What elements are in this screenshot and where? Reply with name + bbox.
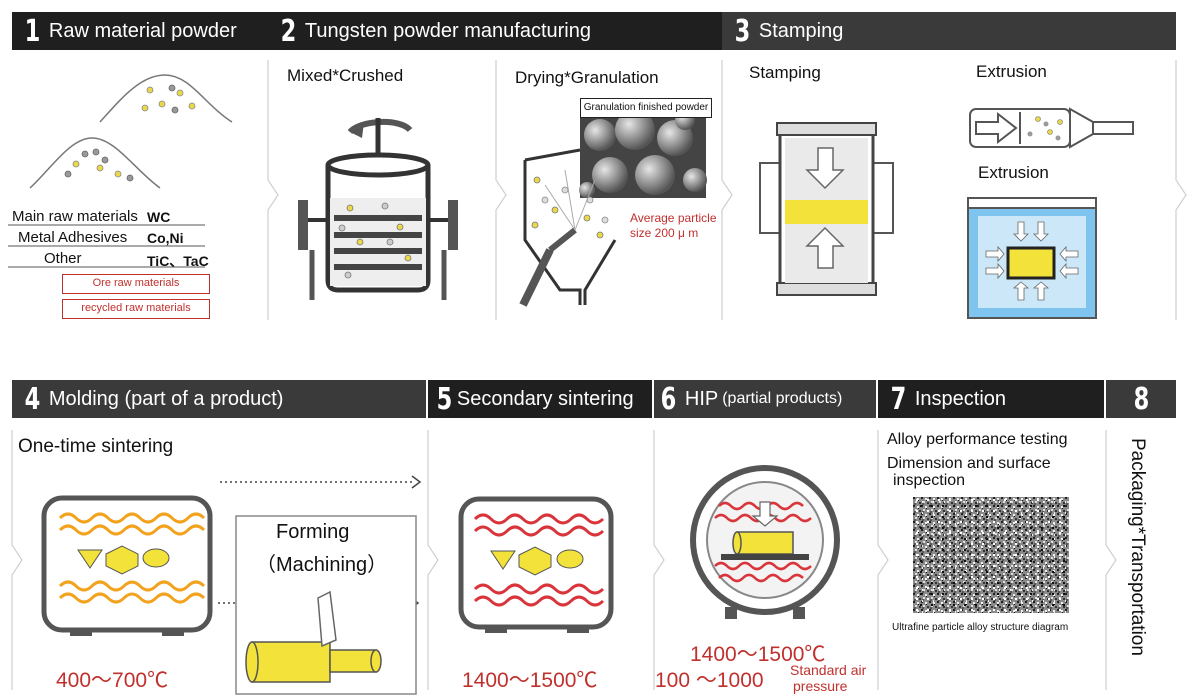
step-2-title: Tungsten powder manufacturing	[304, 19, 591, 42]
step-6-subtitle: (partial products)	[722, 390, 843, 407]
step-4-number: 4	[24, 381, 41, 417]
step-7-number: 7	[890, 381, 907, 417]
forming-label: Forming	[276, 521, 350, 543]
inspection-line-1: Alloy performance testing	[887, 431, 1068, 448]
powder-piles-illustration	[29, 74, 233, 189]
raw-row-3-label: Other	[44, 250, 82, 267]
secondary-furnace-illustration	[458, 496, 614, 633]
raw-row-1-label: Main raw materials	[12, 208, 138, 225]
inspection-line-3: inspection	[893, 472, 966, 489]
molding-illustration	[41, 475, 422, 695]
mixed-crushed-label: Mixed*Crushed	[287, 66, 404, 85]
step-3-title: Stamping	[758, 19, 844, 42]
hip-pressure: 100 ～1000	[655, 669, 764, 692]
secondary-sintering-temperature: 1400～1500℃	[462, 669, 598, 692]
step-5-number: 5	[436, 381, 453, 417]
raw-row-1-value: WC	[147, 209, 171, 225]
step-4-title: Molding (part of a product)	[48, 387, 284, 410]
stamping-label: Stamping	[749, 63, 821, 82]
step-5-header: 5 Secondary sintering	[428, 380, 652, 418]
hip-vessel-illustration	[690, 465, 840, 619]
step-5-title: Secondary sintering	[456, 387, 634, 410]
ore-raw-materials-box: Ore raw materials	[62, 274, 210, 294]
raw-row-2-label: Metal Adhesives	[18, 229, 128, 246]
step-8-number: 8	[1133, 381, 1149, 417]
micrograph-caption: Ultrafine particle alloy structure diagr…	[892, 622, 1069, 633]
step-2-number: 2	[280, 13, 297, 49]
step-6-number: 6	[660, 381, 677, 417]
step-4-header: 4 Molding (part of a product)	[12, 380, 426, 418]
hip-temperature: 1400～1500℃	[690, 643, 826, 666]
extrusion-tube-illustration	[969, 107, 1134, 149]
step-1-number: 1	[24, 13, 41, 49]
step-7-title: Inspection	[914, 387, 1007, 410]
stamping-press-illustration	[759, 122, 894, 296]
step-3-number: 3	[734, 13, 751, 49]
step-2-header: 2 Tungsten powder manufacturing	[268, 12, 722, 50]
isostatic-press-illustration	[967, 197, 1097, 319]
granulation-photo-label: Granulation finished powder	[580, 98, 712, 118]
average-particle-line1: Average particle	[630, 211, 717, 225]
step-1-header: 1 Raw material powder	[12, 12, 268, 50]
step-3-header: 3 Stamping	[722, 12, 1176, 50]
one-time-sintering-label: One-time sintering	[18, 436, 174, 457]
alloy-structure-micrograph	[913, 497, 1069, 613]
average-particle-line2: size 200 μ m	[630, 226, 699, 240]
extrusion-label-2: Extrusion	[978, 163, 1049, 182]
drying-granulation-label: Drying*Granulation	[515, 68, 659, 87]
hip-pressure-label-line2: pressure	[793, 678, 848, 694]
raw-row-3-value: TiC、TaC	[147, 253, 209, 269]
molding-temperature: 400～700℃	[56, 669, 169, 692]
packaging-transportation-label: Packaging*Transportation	[1127, 438, 1148, 656]
spray-dryer-illustration	[519, 110, 707, 307]
mixer-illustration	[298, 118, 458, 300]
raw-row-2-value: Co,Ni	[147, 230, 184, 246]
machining-label: （Machining）	[256, 554, 388, 576]
recycled-raw-materials-box: recycled raw materials	[62, 299, 210, 319]
step-6-header: 6 HIP (partial products)	[654, 380, 876, 418]
inspection-line-2: Dimension and surface	[887, 455, 1051, 472]
step-1-title: Raw material powder	[48, 19, 237, 42]
hip-pressure-label-line1: Standard air	[790, 662, 867, 678]
extrusion-label-1: Extrusion	[976, 62, 1047, 81]
step-8-header: 8	[1106, 380, 1176, 418]
raw-table-lines	[8, 224, 205, 268]
step-6-title: HIP	[684, 387, 719, 410]
step-7-header: 7 Inspection	[878, 380, 1104, 418]
